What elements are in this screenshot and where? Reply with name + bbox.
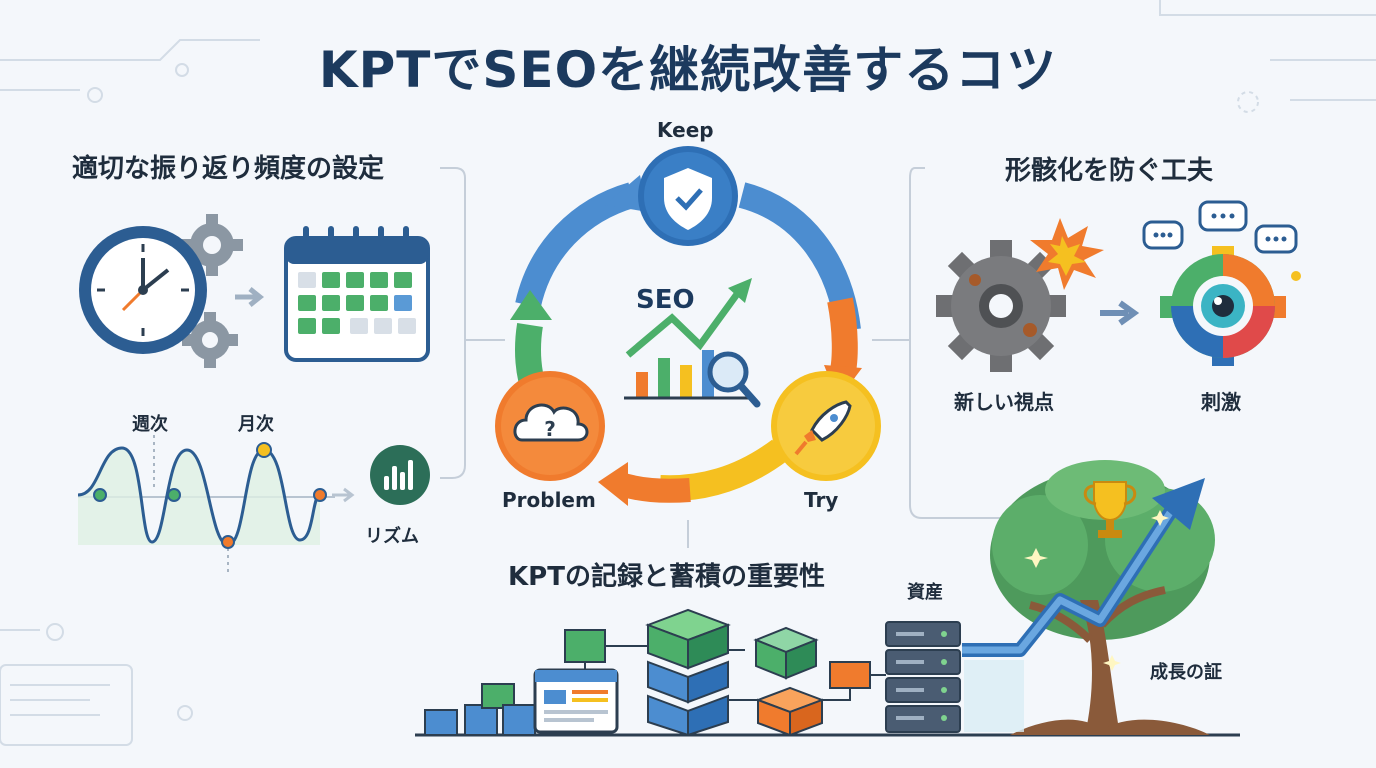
stimulus-label: 刺激 (1201, 390, 1241, 414)
growth-proof-label: 成長の証 (1150, 662, 1222, 683)
cloud-question-icon: ? (495, 371, 605, 481)
bar-chart-icon (370, 445, 430, 505)
calendar-icon (284, 226, 430, 362)
weekly-label: 週次 (132, 414, 168, 435)
sparkle-icon (1024, 510, 1169, 671)
page-title: KPTでSEOを継続改善するコツ (318, 41, 1058, 99)
rhythm-wave (77, 435, 355, 575)
arrow-right-icon (1100, 300, 1140, 326)
shield-icon (638, 146, 738, 246)
stacked-cubes (630, 608, 886, 737)
clock-icon (79, 226, 207, 354)
keep-label: Keep (657, 118, 714, 142)
server-icon (885, 621, 961, 733)
magnifier-icon (707, 351, 761, 408)
assets-label: 資産 (907, 582, 943, 603)
try-label: Try (804, 488, 839, 512)
seo-label: SEO (636, 285, 695, 315)
rocket-icon (771, 371, 881, 481)
monthly-label: 月次 (238, 414, 274, 435)
prevent-formality-heading: 形骸化を防ぐ工夫 (1005, 156, 1214, 186)
explosion-icon (1030, 218, 1104, 290)
trophy-icon (1083, 481, 1137, 538)
problem-label: Problem (502, 488, 596, 512)
data-blocks (424, 629, 630, 736)
growth-arrow-icon (962, 478, 1205, 732)
gear-icon (181, 214, 243, 368)
new-perspective-label: 新しい視点 (954, 390, 1054, 414)
rhythm-label: リズム (365, 526, 419, 547)
svg-text:?: ? (544, 417, 556, 441)
rusty-gear-icon (936, 240, 1066, 372)
records-heading: KPTの記録と蓄積の重要性 (508, 562, 825, 592)
arrow-right-icon (235, 287, 265, 307)
colorful-gear-icon (1160, 246, 1286, 366)
document-window-icon (533, 668, 619, 734)
frequency-heading: 適切な振り返り頻度の設定 (72, 154, 385, 184)
